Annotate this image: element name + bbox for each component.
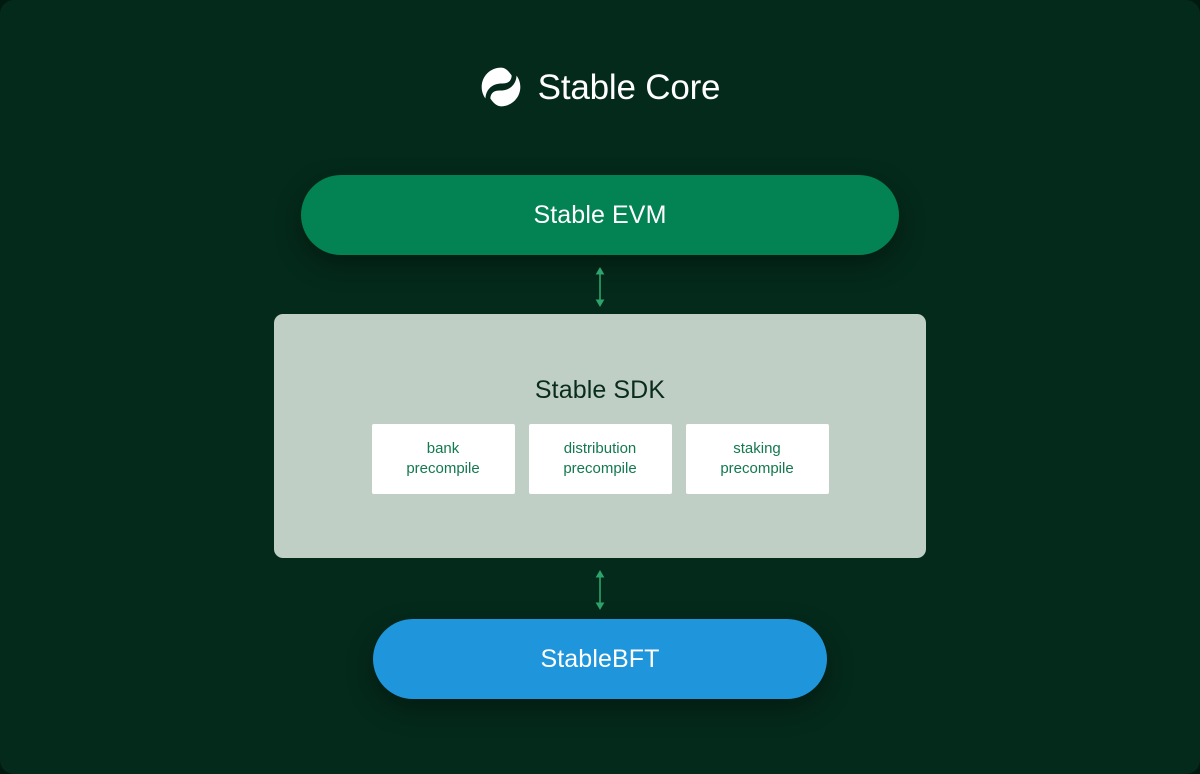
layer-stable-bft-label: StableBFT (540, 644, 660, 673)
stable-s-logo-icon (481, 67, 520, 107)
double-arrow-vertical-icon-top (595, 267, 605, 307)
brand-header: Stable Core (0, 66, 1200, 108)
layer-stable-evm[interactable]: Stable EVM (301, 175, 899, 255)
double-arrow-vertical-icon-bottom (595, 570, 605, 610)
layer-stable-evm-label: Stable EVM (533, 200, 667, 229)
layer-stable-bft[interactable]: StableBFT (373, 619, 827, 699)
page-title: Stable Core (537, 67, 721, 107)
layer-stable-sdk-label: Stable SDK (534, 376, 666, 404)
